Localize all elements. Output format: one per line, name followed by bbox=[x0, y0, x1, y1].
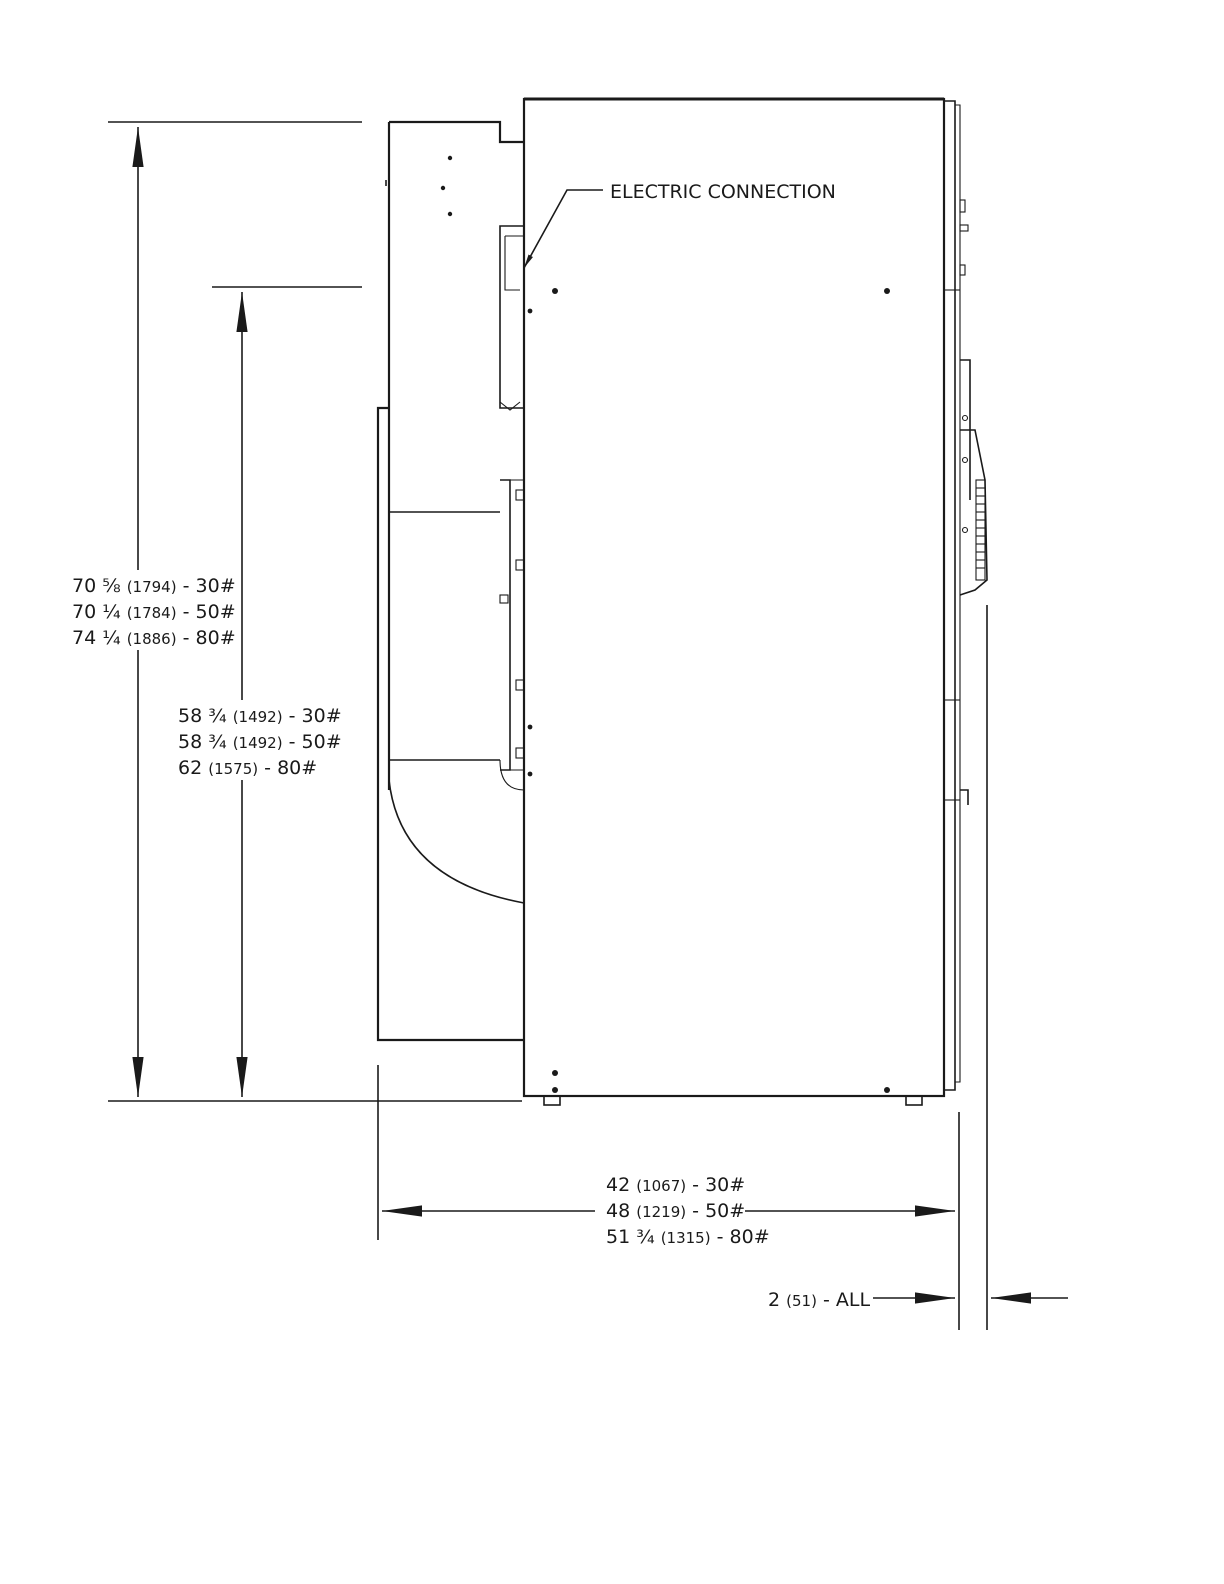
svg-text:58 ¾ (1492) - 30#: 58 ¾ (1492) - 30# bbox=[178, 705, 342, 727]
svg-text:70 ¼ (1784) - 50#: 70 ¼ (1784) - 50# bbox=[72, 601, 236, 623]
svg-text:2 (51) - ALL: 2 (51) - ALL bbox=[768, 1289, 870, 1311]
dimension-lines bbox=[108, 122, 1068, 1330]
depth-label: 42 (1067) - 30# 48 (1219) - 50# 51 ¾ (13… bbox=[606, 1174, 770, 1248]
machine-outline bbox=[378, 99, 987, 1105]
svg-text:62 (1575) - 80#: 62 (1575) - 80# bbox=[178, 757, 317, 779]
exhaust-duct bbox=[389, 760, 524, 903]
control-vent bbox=[976, 480, 985, 580]
overall-height-label: 70 ⅝ (1794) - 30# 70 ¼ (1784) - 50# 74 ¼… bbox=[72, 575, 236, 649]
connection-height-label: 58 ¾ (1492) - 30# 58 ¾ (1492) - 50# 62 (… bbox=[178, 705, 342, 779]
rear-lower-housing bbox=[378, 408, 524, 1040]
electric-connection-leader bbox=[524, 190, 603, 268]
svg-text:42 (1067) - 30#: 42 (1067) - 30# bbox=[606, 1174, 745, 1196]
svg-text:58 ¾ (1492) - 50#: 58 ¾ (1492) - 50# bbox=[178, 731, 342, 753]
foot-front bbox=[906, 1096, 922, 1105]
svg-text:48 (1219) - 50#: 48 (1219) - 50# bbox=[606, 1200, 745, 1222]
svg-text:74 ¼ (1886) - 80#: 74 ¼ (1886) - 80# bbox=[72, 627, 236, 649]
electric-connection-label: ELECTRIC CONNECTION bbox=[610, 181, 836, 203]
front-panel bbox=[944, 101, 955, 1090]
svg-text:51 ¾ (1315) - 80#: 51 ¾ (1315) - 80# bbox=[606, 1226, 770, 1248]
foot-rear bbox=[544, 1096, 560, 1105]
main-cabinet bbox=[524, 99, 944, 1096]
rear-upper-housing bbox=[389, 122, 524, 142]
electric-connection-box bbox=[500, 226, 524, 408]
clearance-label: 2 (51) - ALL bbox=[768, 1289, 870, 1311]
svg-text:70 ⅝ (1794) - 30#: 70 ⅝ (1794) - 30# bbox=[72, 575, 236, 597]
